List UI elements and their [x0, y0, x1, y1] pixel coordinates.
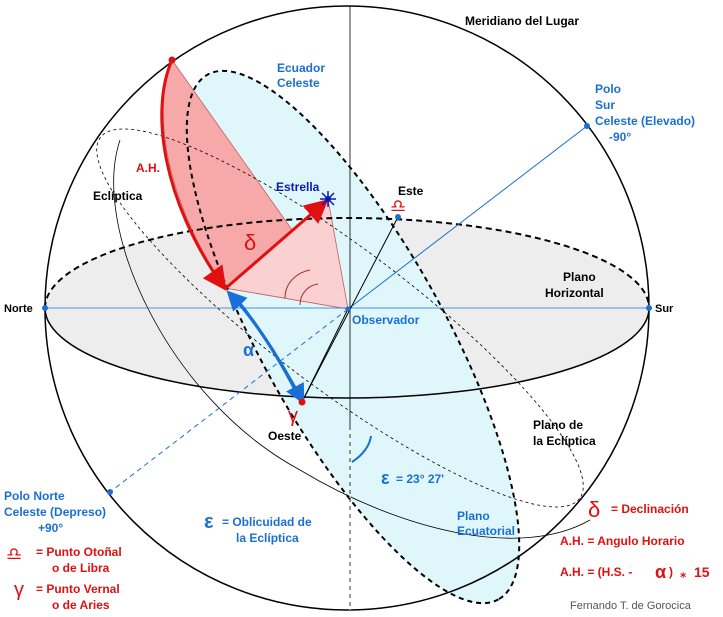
horizon-label-1: Plano	[563, 270, 596, 284]
legend-gamma-text-1: = Punto Vernal	[36, 582, 120, 596]
observer-point	[345, 306, 351, 312]
north-point	[42, 305, 48, 311]
north-pole-label-3: +90°	[38, 521, 63, 535]
equator-outline	[185, 69, 521, 605]
legend-epsilon-symbol: ε	[204, 511, 214, 533]
hour-angle-label: A.H.	[136, 161, 160, 175]
ecliptic-front-arc	[113, 139, 591, 539]
north-pole-label-1: Polo Norte	[4, 489, 65, 503]
horizon-label-2: Horizontal	[545, 286, 604, 300]
gamma-label: γ	[288, 405, 298, 427]
aries-point	[298, 398, 306, 406]
south-point	[646, 305, 652, 311]
north-label: Norte	[4, 303, 33, 315]
legend-libra-text-1: = Punto Otoñal	[36, 545, 122, 559]
star-label: Estrella	[276, 180, 320, 194]
legend-formula-times: ⁎	[680, 567, 687, 581]
legend-delta-symbol: δ	[588, 497, 600, 522]
horizon-back-edge	[44, 217, 650, 309]
south-pole-point	[584, 123, 590, 129]
observer-label: Observador	[352, 313, 420, 327]
ecliptic-label: Eclíptica	[93, 189, 143, 203]
libra-point	[395, 214, 401, 220]
equator-label-1: Ecuador	[277, 61, 325, 75]
legend-ah-text: A.H. = Angulo Horario	[560, 534, 685, 548]
observer-to-oeste	[301, 308, 349, 403]
west-label: Oeste	[268, 429, 302, 443]
legend-libra-text-2: o de Libra	[52, 561, 110, 575]
equatorial-plane-label-1: Plano	[457, 509, 490, 523]
north-pole-label-2: Celeste (Depreso)	[4, 505, 106, 519]
ecliptic-outline	[96, 128, 584, 508]
epsilon-value-symbol: ε	[381, 468, 390, 488]
south-pole-label-3: Celeste (Elevado)	[595, 114, 695, 128]
equator-label-2: Celeste	[277, 76, 320, 90]
legend-delta-text: = Declinación	[611, 502, 689, 516]
horizon-front-edge	[44, 307, 650, 399]
declination-arrow	[225, 199, 329, 290]
legend-formula-alpha: α	[655, 562, 666, 582]
angle-arc-a	[284, 269, 311, 299]
ecliptic-plane-label-2: la Eclíptica	[533, 434, 596, 448]
legend-gamma-text-2: o de Aries	[52, 598, 110, 612]
angle-arc-b	[299, 283, 319, 306]
equatorial-plane-label-2: Ecuatorial	[457, 524, 515, 538]
alpha-label: α	[243, 340, 254, 360]
legend-epsilon-text-2: la Eclíptica	[236, 531, 299, 545]
credit-label: Fernando T. de Gorocica	[570, 600, 692, 612]
libra-icon: ♎	[390, 196, 406, 216]
south-pole-label-4: -90°	[609, 130, 631, 144]
ecliptic-plane-label-1: Plano de	[533, 418, 583, 432]
south-pole-label-2: Sur	[595, 98, 615, 112]
south-pole-label-1: Polo	[595, 82, 621, 96]
epsilon-value: = 23° 27'	[396, 472, 444, 486]
south-label: Sur	[655, 303, 674, 315]
polar-axis-upper	[347, 125, 588, 310]
east-label: Este	[398, 184, 424, 198]
north-pole-point	[107, 489, 113, 495]
legend-formula-prefix: A.H. = (H.S. -	[560, 565, 632, 579]
obliquity-arc	[351, 435, 372, 463]
legend-formula-factor: 15	[694, 564, 710, 580]
ah-origin-point	[168, 56, 176, 64]
right-ascension-arc-tail	[235, 297, 305, 405]
delta-label: δ	[244, 230, 256, 255]
legend-formula-suffix: )	[669, 565, 673, 579]
legend-libra-icon: ♎	[6, 544, 22, 564]
hour-angle-arc	[160, 59, 227, 291]
meridian-label: Meridiano del Lugar	[465, 14, 579, 28]
legend-epsilon-text-1: = Oblicuidad de	[222, 515, 312, 529]
star-icon	[320, 191, 336, 207]
legend-gamma-symbol: γ	[14, 579, 24, 601]
